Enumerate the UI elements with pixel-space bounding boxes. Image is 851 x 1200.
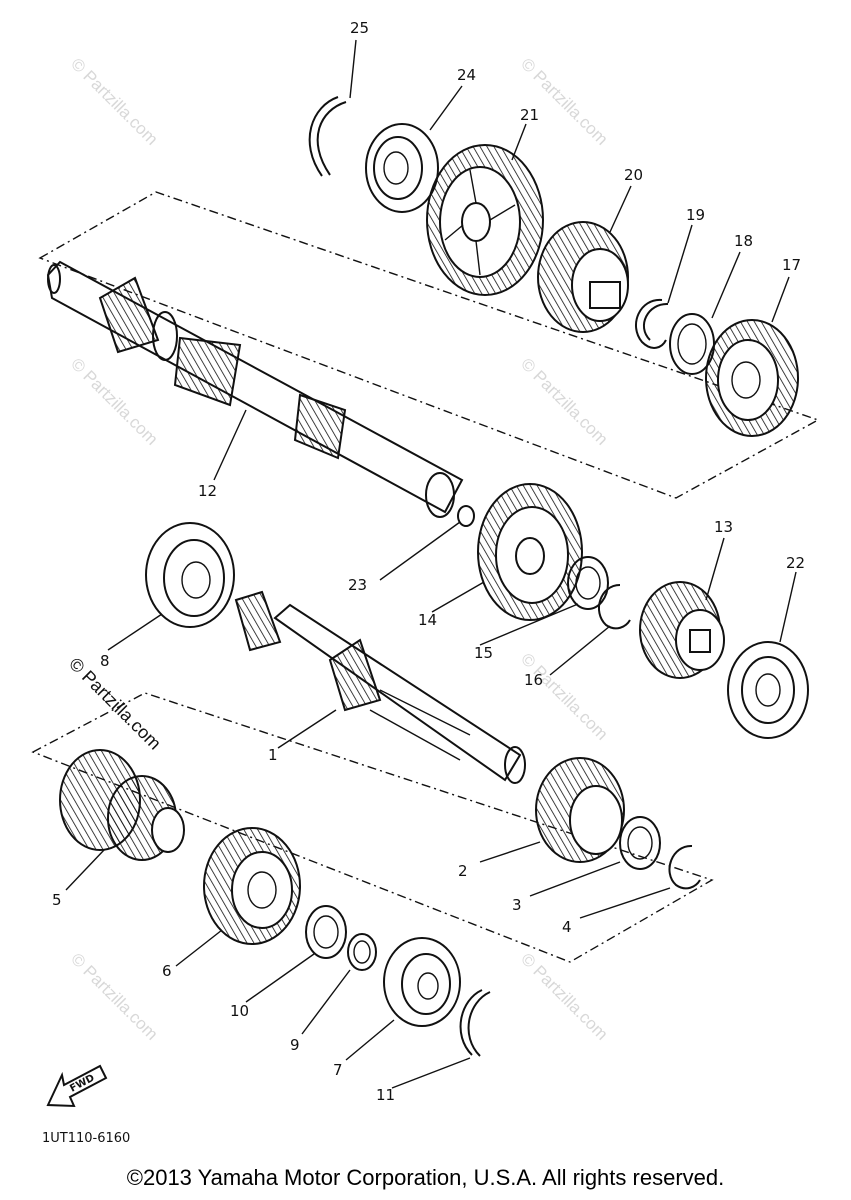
part-16-circlip xyxy=(597,584,631,630)
watermark: © Partzilla.com xyxy=(67,949,161,1043)
callout-21: 21 xyxy=(520,106,539,124)
part-8-bearing xyxy=(145,522,235,628)
part-17-gear xyxy=(705,319,799,437)
part-11-circlip xyxy=(459,989,491,1057)
part-12-main-axle xyxy=(46,260,464,518)
callout-4: 4 xyxy=(562,918,572,936)
callout-labels: 25 24 21 20 19 18 17 12 23 14 15 16 13 2… xyxy=(52,19,805,1104)
callout-23: 23 xyxy=(348,576,367,594)
part-20-gear xyxy=(537,221,629,333)
part-19-circlip xyxy=(635,298,669,349)
callout-11: 11 xyxy=(376,1086,395,1104)
callout-2: 2 xyxy=(458,862,468,880)
part-1-drive-axle xyxy=(234,590,526,784)
part-5-gear xyxy=(59,749,185,861)
callout-7: 7 xyxy=(333,1061,343,1079)
callout-16: 16 xyxy=(524,671,543,689)
callout-9: 9 xyxy=(290,1036,300,1054)
main-axle-group-box xyxy=(38,191,820,499)
part-15-washer xyxy=(567,556,609,610)
watermark: © Partzilla.com xyxy=(67,54,161,148)
part-10-washer xyxy=(305,905,347,959)
fwd-arrow-icon: FWD xyxy=(46,1064,108,1108)
watermark: © Partzilla.com xyxy=(67,354,161,448)
callout-10: 10 xyxy=(230,1002,249,1020)
part-24-bearing xyxy=(365,123,439,213)
part-21-gear xyxy=(426,144,544,296)
callout-13: 13 xyxy=(714,518,733,536)
part-7-bearing xyxy=(383,937,461,1027)
part-9-collar xyxy=(347,933,377,971)
part-13-gear xyxy=(639,581,725,679)
callout-17: 17 xyxy=(782,256,801,274)
leader-lines xyxy=(65,39,797,1089)
watermark: © Partzilla.com xyxy=(517,354,611,448)
part-2-gear xyxy=(535,757,625,863)
callout-22: 22 xyxy=(786,554,805,572)
part-23-bushing xyxy=(457,505,475,527)
callout-14: 14 xyxy=(418,611,437,629)
part-6-gear xyxy=(203,827,301,945)
callout-8: 8 xyxy=(100,652,110,670)
callout-18: 18 xyxy=(734,232,753,250)
part-3-washer xyxy=(619,816,661,870)
drawing-code: 1UT110-6160 xyxy=(42,1131,130,1146)
callout-15: 15 xyxy=(474,644,493,662)
callout-6: 6 xyxy=(162,962,172,980)
callout-20: 20 xyxy=(624,166,643,184)
part-22-bearing xyxy=(727,641,809,739)
callout-12: 12 xyxy=(198,482,217,500)
callout-3: 3 xyxy=(512,896,522,914)
callout-1: 1 xyxy=(268,746,278,764)
copyright-notice: ©2013 Yamaha Motor Corporation, U.S.A. A… xyxy=(126,1165,725,1190)
callout-25: 25 xyxy=(350,19,369,37)
callout-24: 24 xyxy=(457,66,476,84)
callout-19: 19 xyxy=(686,206,705,224)
watermark: © Partzilla.com xyxy=(517,54,611,148)
watermark-dark: © Partzilla.com xyxy=(65,654,165,754)
part-14-gear xyxy=(477,483,583,621)
callout-5: 5 xyxy=(52,891,62,909)
drive-axle-group-box xyxy=(31,692,714,963)
part-4-circlip xyxy=(668,844,701,890)
transmission-exploded-diagram: © Partzilla.com © Partzilla.com © Partzi… xyxy=(31,19,820,1146)
part-25-circlip xyxy=(308,96,347,177)
watermark: © Partzilla.com xyxy=(517,949,611,1043)
